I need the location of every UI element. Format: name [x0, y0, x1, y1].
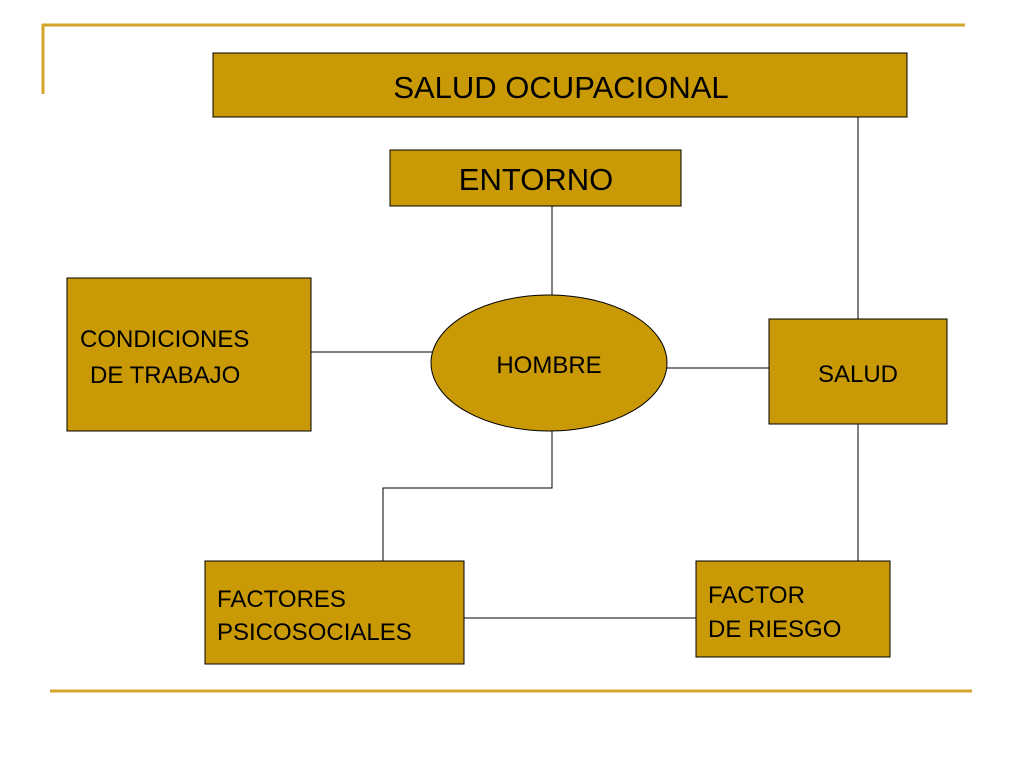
salud-ocupacional-label: SALUD OCUPACIONAL [393, 70, 728, 105]
factores-label-line1: FACTORES [217, 586, 346, 613]
entorno-box [389, 149, 682, 207]
factores-label-line2: PSICOSOCIALES [217, 619, 412, 646]
factor-riesgo-node: FACTOR DE RIESGO [695, 560, 891, 658]
salud-node: SALUD [768, 318, 948, 425]
salud-ocupacional-box [212, 52, 908, 118]
entorno-node: ENTORNO [389, 149, 682, 207]
factor-riesgo-label-line1: FACTOR [708, 582, 805, 609]
factor-riesgo-box [695, 560, 891, 658]
condiciones-node: CONDICIONES DE TRABAJO [66, 277, 312, 432]
factor-riesgo-label-line2: DE RIESGO [708, 616, 841, 643]
factores-box [204, 560, 465, 665]
hombre-label: HOMBRE [496, 352, 601, 379]
salud-ocupacional-node: SALUD OCUPACIONAL [212, 52, 908, 118]
hombre-ellipse [430, 294, 668, 432]
hombre-node: HOMBRE [430, 294, 668, 432]
condiciones-box [66, 277, 312, 432]
salud-box [768, 318, 948, 425]
condiciones-label-line2: DE TRABAJO [90, 362, 240, 389]
condiciones-label-line1: CONDICIONES [80, 326, 249, 353]
connector-hombre-factores [382, 430, 553, 561]
salud-label: SALUD [818, 361, 898, 388]
entorno-label: ENTORNO [459, 162, 613, 197]
factores-node: FACTORES PSICOSOCIALES [204, 560, 465, 665]
